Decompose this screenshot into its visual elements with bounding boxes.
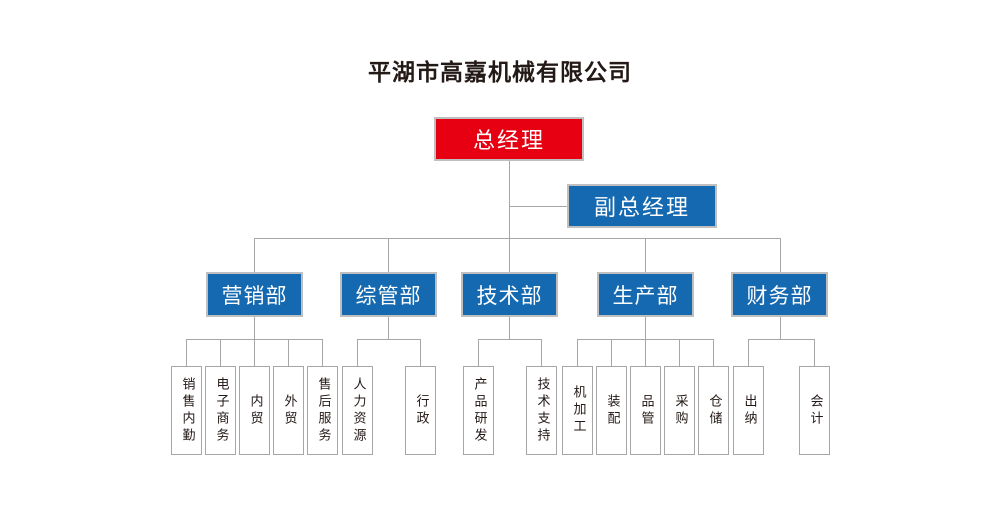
connector-drop-leaf-0-4 xyxy=(322,339,323,366)
node-leaf-purchasing-label: 采购 xyxy=(672,393,688,428)
connector-department-bus xyxy=(254,238,780,239)
node-leaf-quality-control[interactable]: 品管 xyxy=(630,366,661,455)
node-department-finance[interactable]: 财务部 xyxy=(731,272,828,317)
connector-drop-leaf-4-1 xyxy=(814,339,815,366)
connector-drop-leaf-3-4 xyxy=(713,339,714,366)
connector-bus-dept-4 xyxy=(748,339,814,340)
connector-drop-leaf-4-0 xyxy=(748,339,749,366)
node-leaf-foreign-trade[interactable]: 外贸 xyxy=(273,366,304,455)
connector-drop-leaf-3-2 xyxy=(645,339,646,366)
node-leaf-accounting[interactable]: 会计 xyxy=(799,366,830,455)
connector-drop-leaf-1-0 xyxy=(357,339,358,366)
node-leaf-assembly-label: 装配 xyxy=(604,393,620,428)
node-leaf-technical-support[interactable]: 技术支持 xyxy=(526,366,557,455)
node-leaf-human-resources-label: 人力资源 xyxy=(350,376,366,445)
node-leaf-administration[interactable]: 行政 xyxy=(405,366,436,455)
node-department-technology[interactable]: 技术部 xyxy=(461,272,558,317)
connector-drop-leaf-3-3 xyxy=(679,339,680,366)
connector-drop-leaf-0-3 xyxy=(288,339,289,366)
connector-drop-leaf-0-0 xyxy=(186,339,187,366)
node-leaf-administration-label: 行政 xyxy=(413,393,429,428)
node-department-general-admin[interactable]: 综管部 xyxy=(340,272,437,317)
connector-drop-leaf-3-1 xyxy=(611,339,612,366)
connector-drop-leaf-0-2 xyxy=(254,339,255,366)
connector-drop-dept-2 xyxy=(509,238,510,272)
connector-stem-dept-3 xyxy=(645,317,646,339)
node-department-general-admin-label: 综管部 xyxy=(355,283,422,308)
connector-bus-dept-2 xyxy=(478,339,541,340)
node-department-technology-label: 技术部 xyxy=(476,283,543,308)
connector-drop-leaf-0-1 xyxy=(220,339,221,366)
page-title: 平湖市高嘉机械有限公司 xyxy=(368,60,632,86)
node-leaf-warehousing-label: 仓储 xyxy=(706,393,722,428)
connector-drop-dept-4 xyxy=(780,238,781,272)
connector-stem-dept-0 xyxy=(254,317,255,339)
node-leaf-foreign-trade-label: 外贸 xyxy=(281,393,297,428)
node-department-production-label: 生产部 xyxy=(612,283,679,308)
node-leaf-quality-control-label: 品管 xyxy=(638,393,654,428)
node-leaf-technical-support-label: 技术支持 xyxy=(534,376,550,445)
connector-drop-leaf-2-1 xyxy=(541,339,542,366)
node-leaf-cashier[interactable]: 出纳 xyxy=(733,366,764,455)
node-leaf-domestic-trade[interactable]: 内贸 xyxy=(239,366,270,455)
connector-drop-dept-3 xyxy=(645,238,646,272)
connector-drop-dept-0 xyxy=(254,238,255,272)
node-leaf-ecommerce-label: 电子商务 xyxy=(213,376,229,445)
node-leaf-machining-label: 机加工 xyxy=(570,385,586,436)
node-leaf-purchasing[interactable]: 采购 xyxy=(664,366,695,455)
connector-drop-leaf-1-1 xyxy=(420,339,421,366)
node-vice-general-manager[interactable]: 副总经理 xyxy=(567,184,717,228)
node-department-marketing[interactable]: 营销部 xyxy=(206,272,303,317)
connector-drop-leaf-2-0 xyxy=(478,339,479,366)
node-vice-general-manager-label: 副总经理 xyxy=(593,196,690,221)
node-department-production[interactable]: 生产部 xyxy=(597,272,694,317)
connector-bus-dept-1 xyxy=(357,339,420,340)
node-leaf-accounting-label: 会计 xyxy=(807,393,823,428)
connector-gm-trunk xyxy=(509,161,510,238)
node-leaf-domestic-trade-label: 内贸 xyxy=(247,393,263,428)
node-general-manager-label: 总经理 xyxy=(472,129,545,154)
node-leaf-ecommerce[interactable]: 电子商务 xyxy=(205,366,236,455)
node-leaf-after-sales[interactable]: 售后服务 xyxy=(307,366,338,455)
node-leaf-assembly[interactable]: 装配 xyxy=(596,366,627,455)
connector-stem-dept-4 xyxy=(780,317,781,339)
connector-stem-dept-2 xyxy=(509,317,510,339)
node-leaf-product-rnd-label: 产品研发 xyxy=(471,376,487,445)
node-general-manager[interactable]: 总经理 xyxy=(434,117,584,161)
node-leaf-product-rnd[interactable]: 产品研发 xyxy=(463,366,494,455)
node-leaf-sales-support[interactable]: 销售内勤 xyxy=(171,366,202,455)
node-leaf-warehousing[interactable]: 仓储 xyxy=(698,366,729,455)
connector-gm-to-vice xyxy=(509,206,567,207)
connector-drop-dept-1 xyxy=(388,238,389,272)
node-leaf-after-sales-label: 售后服务 xyxy=(315,376,331,445)
node-leaf-human-resources[interactable]: 人力资源 xyxy=(342,366,373,455)
node-leaf-machining[interactable]: 机加工 xyxy=(562,366,593,455)
node-department-marketing-label: 营销部 xyxy=(221,283,288,308)
connector-stem-dept-1 xyxy=(388,317,389,339)
node-leaf-cashier-label: 出纳 xyxy=(741,393,757,428)
node-leaf-sales-support-label: 销售内勤 xyxy=(179,376,195,445)
node-department-finance-label: 财务部 xyxy=(746,283,813,308)
connector-drop-leaf-3-0 xyxy=(577,339,578,366)
